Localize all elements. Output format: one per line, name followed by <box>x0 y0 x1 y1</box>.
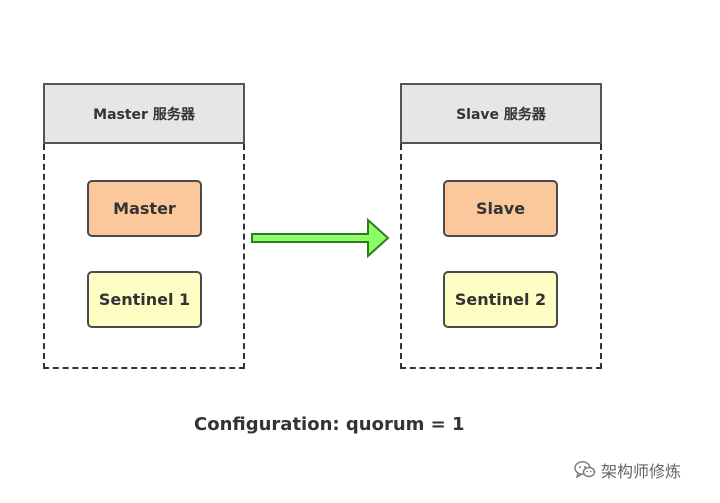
replication-arrow <box>251 217 390 259</box>
watermark: 架构师修炼 <box>574 458 681 482</box>
wechat-icon <box>574 461 596 479</box>
master-server-header: Master 服务器 <box>43 83 245 144</box>
slave-node: Slave <box>443 180 558 237</box>
slave-server-box <box>400 144 602 369</box>
slave-server-header: Slave 服务器 <box>400 83 602 144</box>
master-node: Master <box>87 180 202 237</box>
watermark-text: 架构师修炼 <box>601 462 682 481</box>
sentinel-2-node: Sentinel 2 <box>443 271 558 328</box>
configuration-label: Configuration: quorum = 1 <box>194 414 465 435</box>
sentinel-1-node: Sentinel 1 <box>87 271 202 328</box>
master-server-box <box>43 144 245 369</box>
